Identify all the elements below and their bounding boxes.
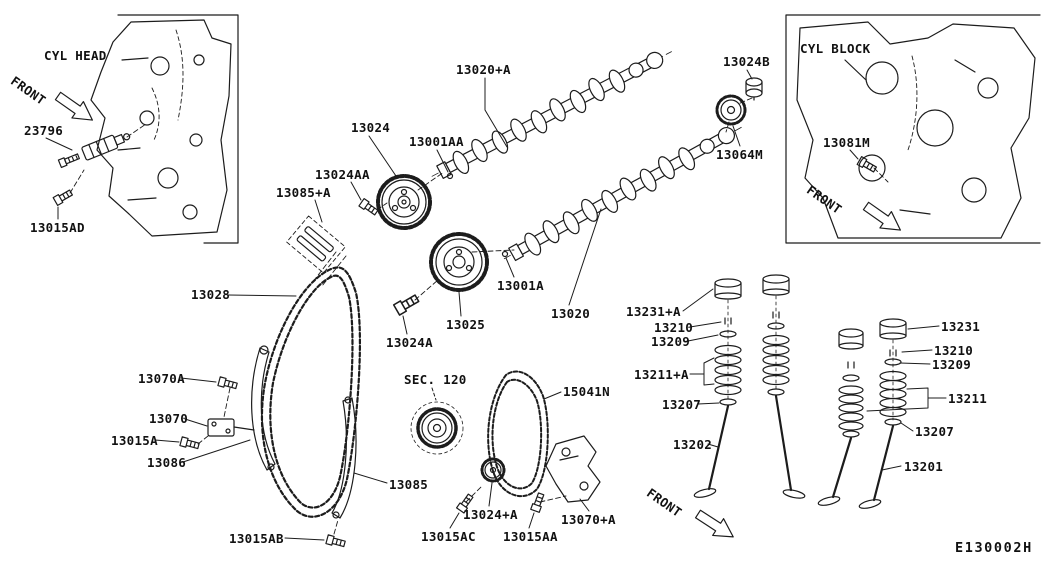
part-label-13231: 13231 bbox=[941, 319, 981, 334]
dowel-pin-13001aa bbox=[446, 172, 454, 180]
cylinder-head-drawing bbox=[90, 19, 232, 237]
part-label-13207-right: 13207 bbox=[915, 424, 955, 439]
region-label-cyl-head: CYL HEAD bbox=[44, 48, 107, 63]
bolt-13024aa-drawing bbox=[358, 197, 379, 216]
vtc-sprocket-drawing bbox=[376, 174, 432, 230]
part-label-13202: 13202 bbox=[673, 437, 713, 452]
part-label-13015ab: 13015AB bbox=[229, 531, 284, 546]
part-label-13070-a: 13070+A bbox=[561, 512, 616, 527]
part-label-13210-left: 13210 bbox=[654, 320, 694, 335]
guide-wedges-drawing bbox=[286, 215, 346, 274]
timing-chain-drawing bbox=[260, 266, 362, 518]
valve-assembly-1 bbox=[693, 278, 742, 498]
part-label-13070a: 13070A bbox=[138, 371, 185, 386]
part-label-13209-right: 13209 bbox=[932, 357, 972, 372]
bolt-13070a-drawing bbox=[217, 376, 238, 390]
oil-pump-chain-drawing bbox=[487, 370, 549, 498]
cam-cap-drawing bbox=[745, 77, 763, 101]
valve-assembly-3 bbox=[817, 328, 864, 506]
cyl-head-frame bbox=[117, 14, 239, 244]
part-label-15041n: 15041N bbox=[563, 384, 610, 399]
part-label-13207-left: 13207 bbox=[662, 397, 702, 412]
camshaft-upper-drawing bbox=[431, 51, 672, 179]
oil-pump-sprocket-drawing bbox=[480, 457, 506, 483]
part-label-13015ad: 13015AD bbox=[30, 220, 85, 235]
part-label-13085-a: 13085+A bbox=[276, 185, 331, 200]
cylinder-block-drawing bbox=[796, 21, 1036, 239]
part-label-13231-a: 13231+A bbox=[626, 304, 681, 319]
part-label-13024aa: 13024AA bbox=[315, 167, 370, 182]
cam-sprocket-drawing bbox=[429, 232, 489, 292]
camshaft-lower-drawing bbox=[503, 125, 745, 262]
part-label-23796: 23796 bbox=[24, 123, 64, 138]
front-arrow-top-left bbox=[54, 91, 94, 121]
part-label-13028: 13028 bbox=[191, 287, 231, 302]
oil-pump-tensioner-drawing bbox=[545, 435, 601, 503]
part-label-13015aa: 13015AA bbox=[503, 529, 558, 544]
part-label-13070: 13070 bbox=[149, 411, 189, 426]
part-label-13081m: 13081M bbox=[823, 135, 870, 150]
crank-sprocket-drawing bbox=[410, 401, 464, 455]
cam-plate-sprocket-drawing bbox=[715, 94, 747, 126]
dowel-pin-13001a bbox=[501, 250, 509, 258]
bolt-13015aa-drawing bbox=[530, 492, 545, 513]
chain-guide-left-drawing bbox=[251, 345, 276, 471]
vtc-solenoid-drawing bbox=[57, 133, 131, 169]
part-label-13015a: 13015A bbox=[111, 433, 158, 448]
bolt-13015ac-drawing bbox=[455, 493, 474, 514]
drawing-number: E130002H bbox=[955, 540, 1033, 556]
chain-guide-right-drawing bbox=[331, 396, 357, 519]
part-label-13211: 13211 bbox=[948, 391, 988, 406]
bolt-13015ad-drawing bbox=[52, 189, 73, 206]
part-label-13001a: 13001A bbox=[497, 278, 544, 293]
assembly-lines bbox=[69, 97, 889, 535]
part-label-13210-right: 13210 bbox=[934, 343, 974, 358]
part-label-13020-a: 13020+A bbox=[456, 62, 511, 77]
part-label-13086: 13086 bbox=[147, 455, 187, 470]
valve-assembly-2 bbox=[762, 274, 806, 499]
part-label-13024b: 13024B bbox=[723, 54, 770, 69]
bolt-13015ab-drawing bbox=[325, 534, 346, 548]
leader-lines bbox=[45, 69, 947, 541]
bolt-13081m-drawing bbox=[856, 156, 877, 173]
part-label-13085: 13085 bbox=[389, 477, 429, 492]
part-label-13209-left: 13209 bbox=[651, 334, 691, 349]
front-arrow-bottom bbox=[694, 509, 734, 538]
section-label-sec-120: SEC. 120 bbox=[404, 372, 467, 387]
part-label-13024: 13024 bbox=[351, 120, 391, 135]
part-label-13024-a: 13024+A bbox=[463, 507, 518, 522]
part-label-13064m: 13064M bbox=[716, 147, 763, 162]
part-label-13015ac: 13015AC bbox=[421, 529, 476, 544]
part-label-13020: 13020 bbox=[551, 306, 591, 321]
region-label-cyl-block: CYL BLOCK bbox=[800, 41, 871, 56]
chain-tensioner-drawing bbox=[207, 418, 255, 437]
bolt-13024a-drawing bbox=[392, 294, 420, 316]
part-label-13001aa: 13001AA bbox=[409, 134, 464, 149]
part-label-13201: 13201 bbox=[904, 459, 944, 474]
part-label-13024a: 13024A bbox=[386, 335, 433, 350]
valve-assembly-4 bbox=[858, 318, 907, 509]
part-label-13211-a: 13211+A bbox=[634, 367, 689, 382]
front-arrow-top-right bbox=[862, 201, 902, 231]
cyl-block-frame bbox=[785, 14, 1041, 244]
part-label-13025: 13025 bbox=[446, 317, 486, 332]
bolt-13015a-drawing bbox=[179, 436, 200, 450]
